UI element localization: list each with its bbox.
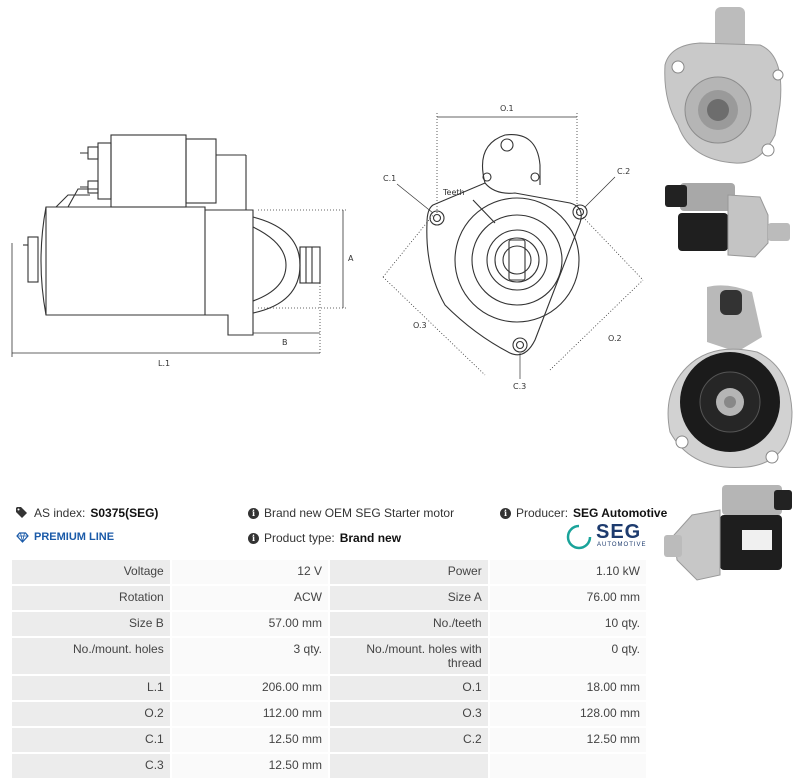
premium-line-label: PREMIUM LINE	[34, 531, 115, 543]
dim-l1-label: L.1	[158, 359, 170, 368]
info-icon: i	[500, 507, 511, 519]
spec-label: Size B	[12, 612, 170, 636]
spec-value: 128.00 mm	[489, 702, 646, 726]
spec-value: 1.10 kW	[489, 560, 646, 584]
dim-o1-label: O.1	[500, 104, 514, 113]
starter-side-photo	[665, 183, 790, 258]
as-index-value: S0375(SEG)	[90, 506, 159, 520]
spec-label: O.3	[329, 702, 488, 726]
diamond-icon	[16, 531, 29, 543]
spec-label: Power	[329, 560, 488, 584]
dim-c2-label: C.2	[617, 167, 630, 176]
product-type-value: Brand new	[339, 531, 402, 545]
spec-label: C.3	[12, 754, 170, 778]
product-description: i Brand new OEM SEG Starter motor	[248, 506, 454, 520]
spec-value: 12.50 mm	[171, 728, 328, 752]
producer: i Producer: SEG Automotive	[500, 506, 667, 520]
dim-c3-label: C.3	[513, 382, 526, 391]
spec-label	[329, 754, 488, 778]
spec-value: 18.00 mm	[489, 676, 646, 700]
spec-value: ACW	[171, 586, 328, 610]
side-view-drawing: A B L.1	[11, 134, 354, 368]
spec-label: No./mount. holes	[12, 638, 170, 674]
tags-icon	[16, 507, 27, 518]
spec-label: C.1	[12, 728, 170, 752]
producer-value: SEG Automotive	[573, 506, 668, 520]
spec-value: 206.00 mm	[171, 676, 328, 700]
spec-label: O.1	[329, 676, 488, 700]
spec-value: 112.00 mm	[171, 702, 328, 726]
starter-rear-photo	[667, 285, 793, 469]
product-type: i Product type: Brand new	[248, 531, 401, 545]
as-index-label: AS index:	[34, 506, 86, 520]
dim-c1-label: C.1	[383, 174, 396, 183]
spec-label: No./mount. holes with thread	[329, 638, 488, 674]
as-index: AS index: S0375(SEG)	[16, 506, 158, 520]
front-view-drawing: O.1 O.2 O.3 C.1 C.2 C.3 Teeth	[382, 104, 644, 391]
dim-b-label: B	[282, 338, 288, 347]
spec-value: 76.00 mm	[489, 586, 646, 610]
spec-label: L.1	[12, 676, 170, 700]
seg-logo: SEG AUTOMOTIVE	[566, 521, 650, 552]
teeth-label: Teeth	[442, 188, 465, 197]
spec-label: C.2	[329, 728, 488, 752]
starter-angled-photo	[664, 485, 792, 581]
spec-value: 10 qty.	[489, 612, 646, 636]
spec-label: Rotation	[12, 586, 170, 610]
spec-label: Voltage	[12, 560, 170, 584]
spec-value: 57.00 mm	[171, 612, 328, 636]
spec-value: 12 V	[171, 560, 328, 584]
info-icon: i	[248, 532, 259, 544]
spec-label: O.2	[12, 702, 170, 726]
description-text: Brand new OEM SEG Starter motor	[264, 506, 455, 520]
spec-value: 12.50 mm	[171, 754, 328, 778]
spec-value: 12.50 mm	[489, 728, 646, 752]
dim-a-label: A	[348, 254, 354, 263]
seg-logo-text: SEG	[596, 521, 642, 543]
starter-front-flange-photo	[664, 7, 784, 164]
seg-logo-subtext: AUTOMOTIVE	[597, 542, 647, 548]
spec-value: 3 qty.	[171, 638, 328, 674]
spec-value	[489, 754, 646, 778]
spec-label: Size A	[329, 586, 488, 610]
premium-line-badge: PREMIUM LINE	[16, 531, 114, 543]
spec-value: 0 qty.	[489, 638, 646, 674]
seg-logo-ring-icon	[566, 524, 592, 550]
product-type-label: Product type:	[264, 531, 335, 545]
spec-label: No./teeth	[329, 612, 488, 636]
info-icon: i	[248, 507, 259, 519]
dim-o2-label: O.2	[608, 334, 622, 343]
dim-o3-label: O.3	[413, 321, 427, 330]
producer-label: Producer:	[516, 506, 569, 520]
